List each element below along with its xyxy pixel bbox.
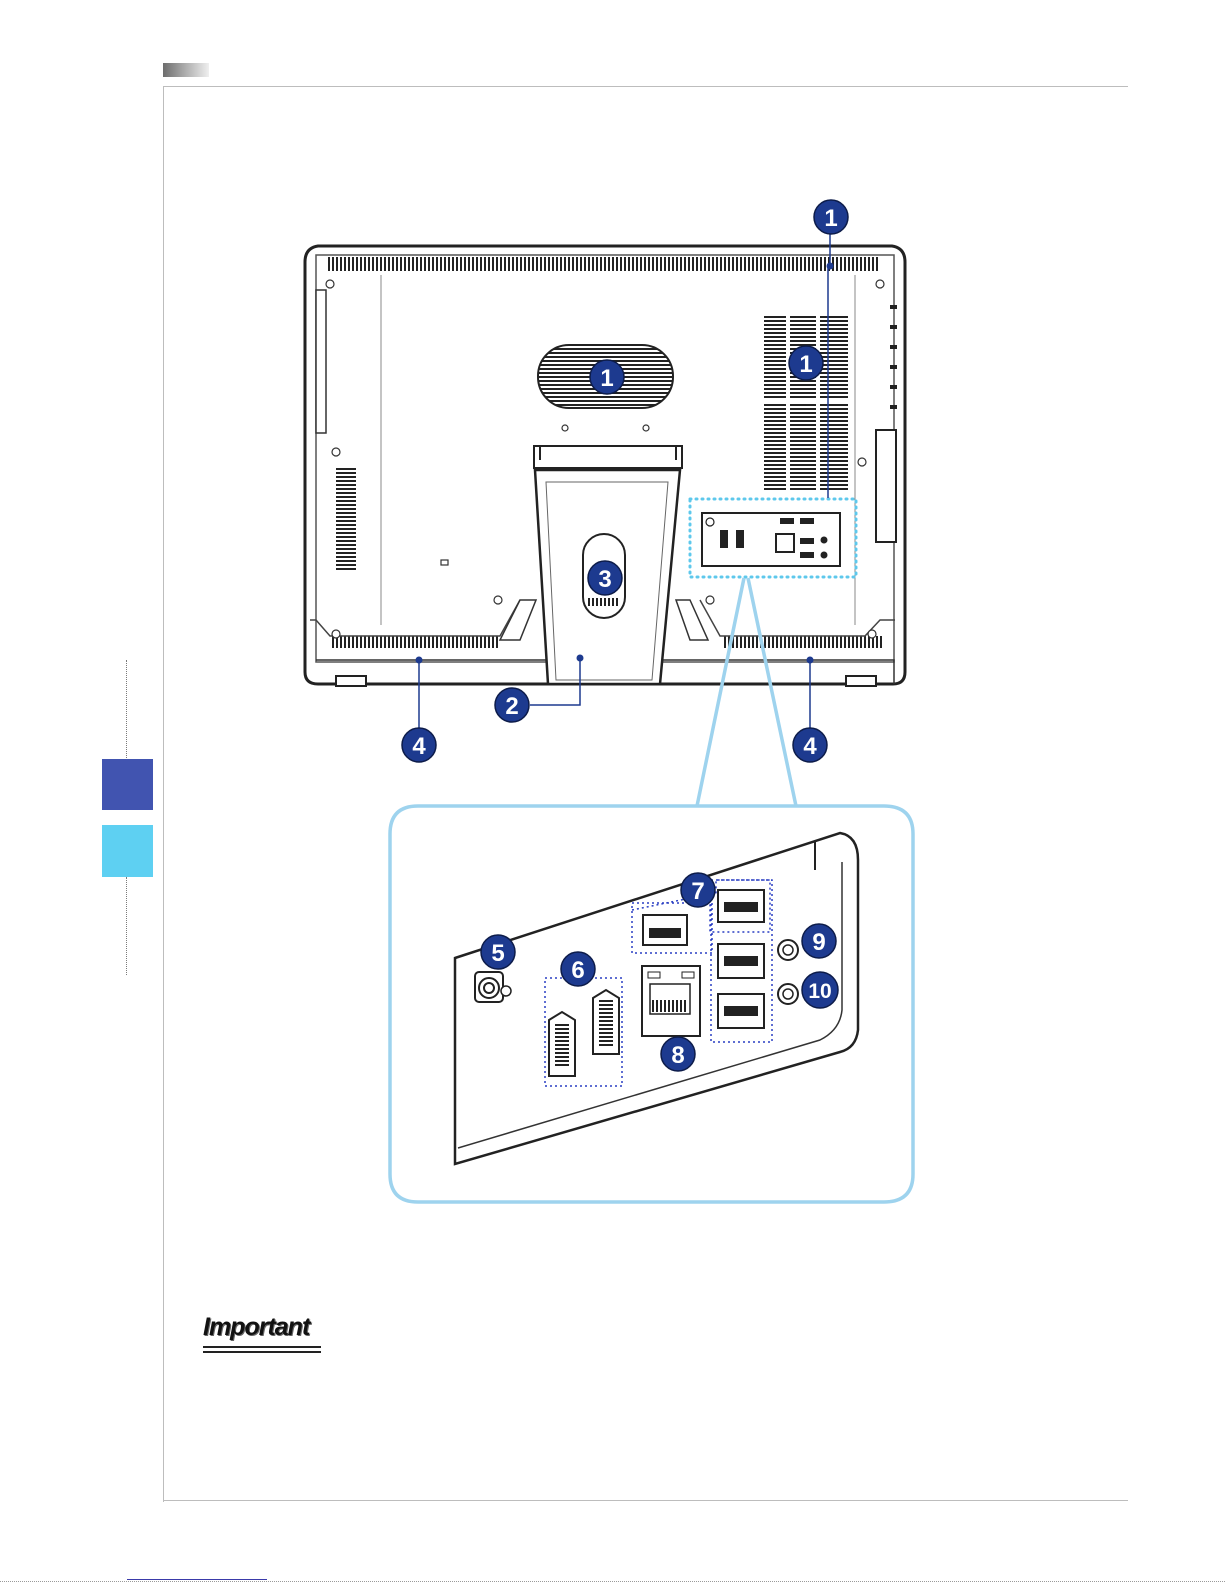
callout-1-top: 1 <box>814 200 848 234</box>
callout-2: 2 <box>495 688 529 722</box>
bottom-right-vent <box>722 636 882 648</box>
svg-text:4: 4 <box>412 733 426 760</box>
important-underline-2 <box>203 1351 321 1353</box>
callout-4-right: 4 <box>793 728 827 762</box>
svg-text:2: 2 <box>505 693 518 720</box>
svg-text:9: 9 <box>812 929 825 956</box>
svg-text:5: 5 <box>491 940 504 967</box>
important-underline-1 <box>203 1346 321 1348</box>
callout-1-vent: 1 <box>789 346 823 380</box>
left-side-vent <box>336 468 356 572</box>
callout-9: 9 <box>802 924 836 958</box>
callout-5: 5 <box>481 935 515 969</box>
svg-text:6: 6 <box>571 957 584 984</box>
callout-8: 8 <box>661 1037 695 1071</box>
callout-4-left: 4 <box>402 728 436 762</box>
bottom-left-vent <box>330 636 498 648</box>
svg-text:7: 7 <box>691 878 704 905</box>
side-card-slot <box>876 430 896 542</box>
callout-3: 3 <box>588 561 622 595</box>
foot-right <box>846 676 876 686</box>
callout-1-speaker: 1 <box>590 360 624 394</box>
optical-drive-slot <box>316 290 326 433</box>
important-label: Important <box>203 1313 309 1342</box>
rear-vent-block <box>764 316 848 492</box>
svg-text:1: 1 <box>799 351 812 378</box>
callout-10: 10 <box>802 972 838 1008</box>
top-vent <box>328 257 880 271</box>
important-notice-logo: Important <box>203 1313 333 1358</box>
svg-text:4: 4 <box>803 733 817 760</box>
callout-7: 7 <box>681 873 715 907</box>
callout-6: 6 <box>561 952 595 986</box>
svg-text:3: 3 <box>598 566 611 593</box>
svg-text:1: 1 <box>600 365 613 392</box>
lan-port-icon <box>642 966 700 1036</box>
lock-slot-icon <box>441 560 448 565</box>
svg-text:8: 8 <box>671 1042 684 1069</box>
svg-text:10: 10 <box>808 980 831 1003</box>
foot-left <box>336 676 366 686</box>
io-panel-zoom <box>390 806 913 1202</box>
svg-text:1: 1 <box>824 205 837 232</box>
